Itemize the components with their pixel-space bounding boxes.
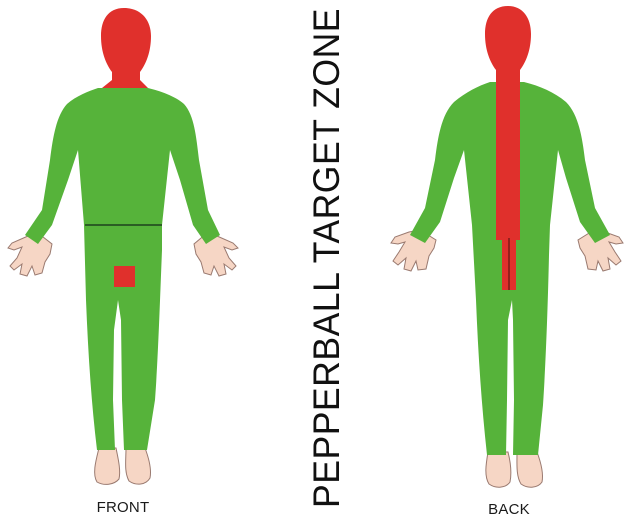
back-head-no-target-zone [485, 6, 531, 84]
back-label: BACK [488, 501, 530, 518]
front-label: FRONT [97, 499, 150, 516]
front-body-figure [8, 8, 238, 484]
front-right-hand [194, 233, 238, 276]
back-left-foot [486, 452, 511, 487]
front-right-foot [126, 448, 151, 484]
front-left-hand [8, 233, 52, 276]
front-head-neck-no-target-zone [101, 8, 151, 88]
back-right-foot [517, 452, 543, 487]
back-body-figure [391, 6, 623, 487]
front-groin-no-target-zone [114, 266, 135, 287]
diagram-title: PEPPERBALL TARGET ZONE [306, 8, 347, 508]
front-left-foot [95, 448, 120, 484]
